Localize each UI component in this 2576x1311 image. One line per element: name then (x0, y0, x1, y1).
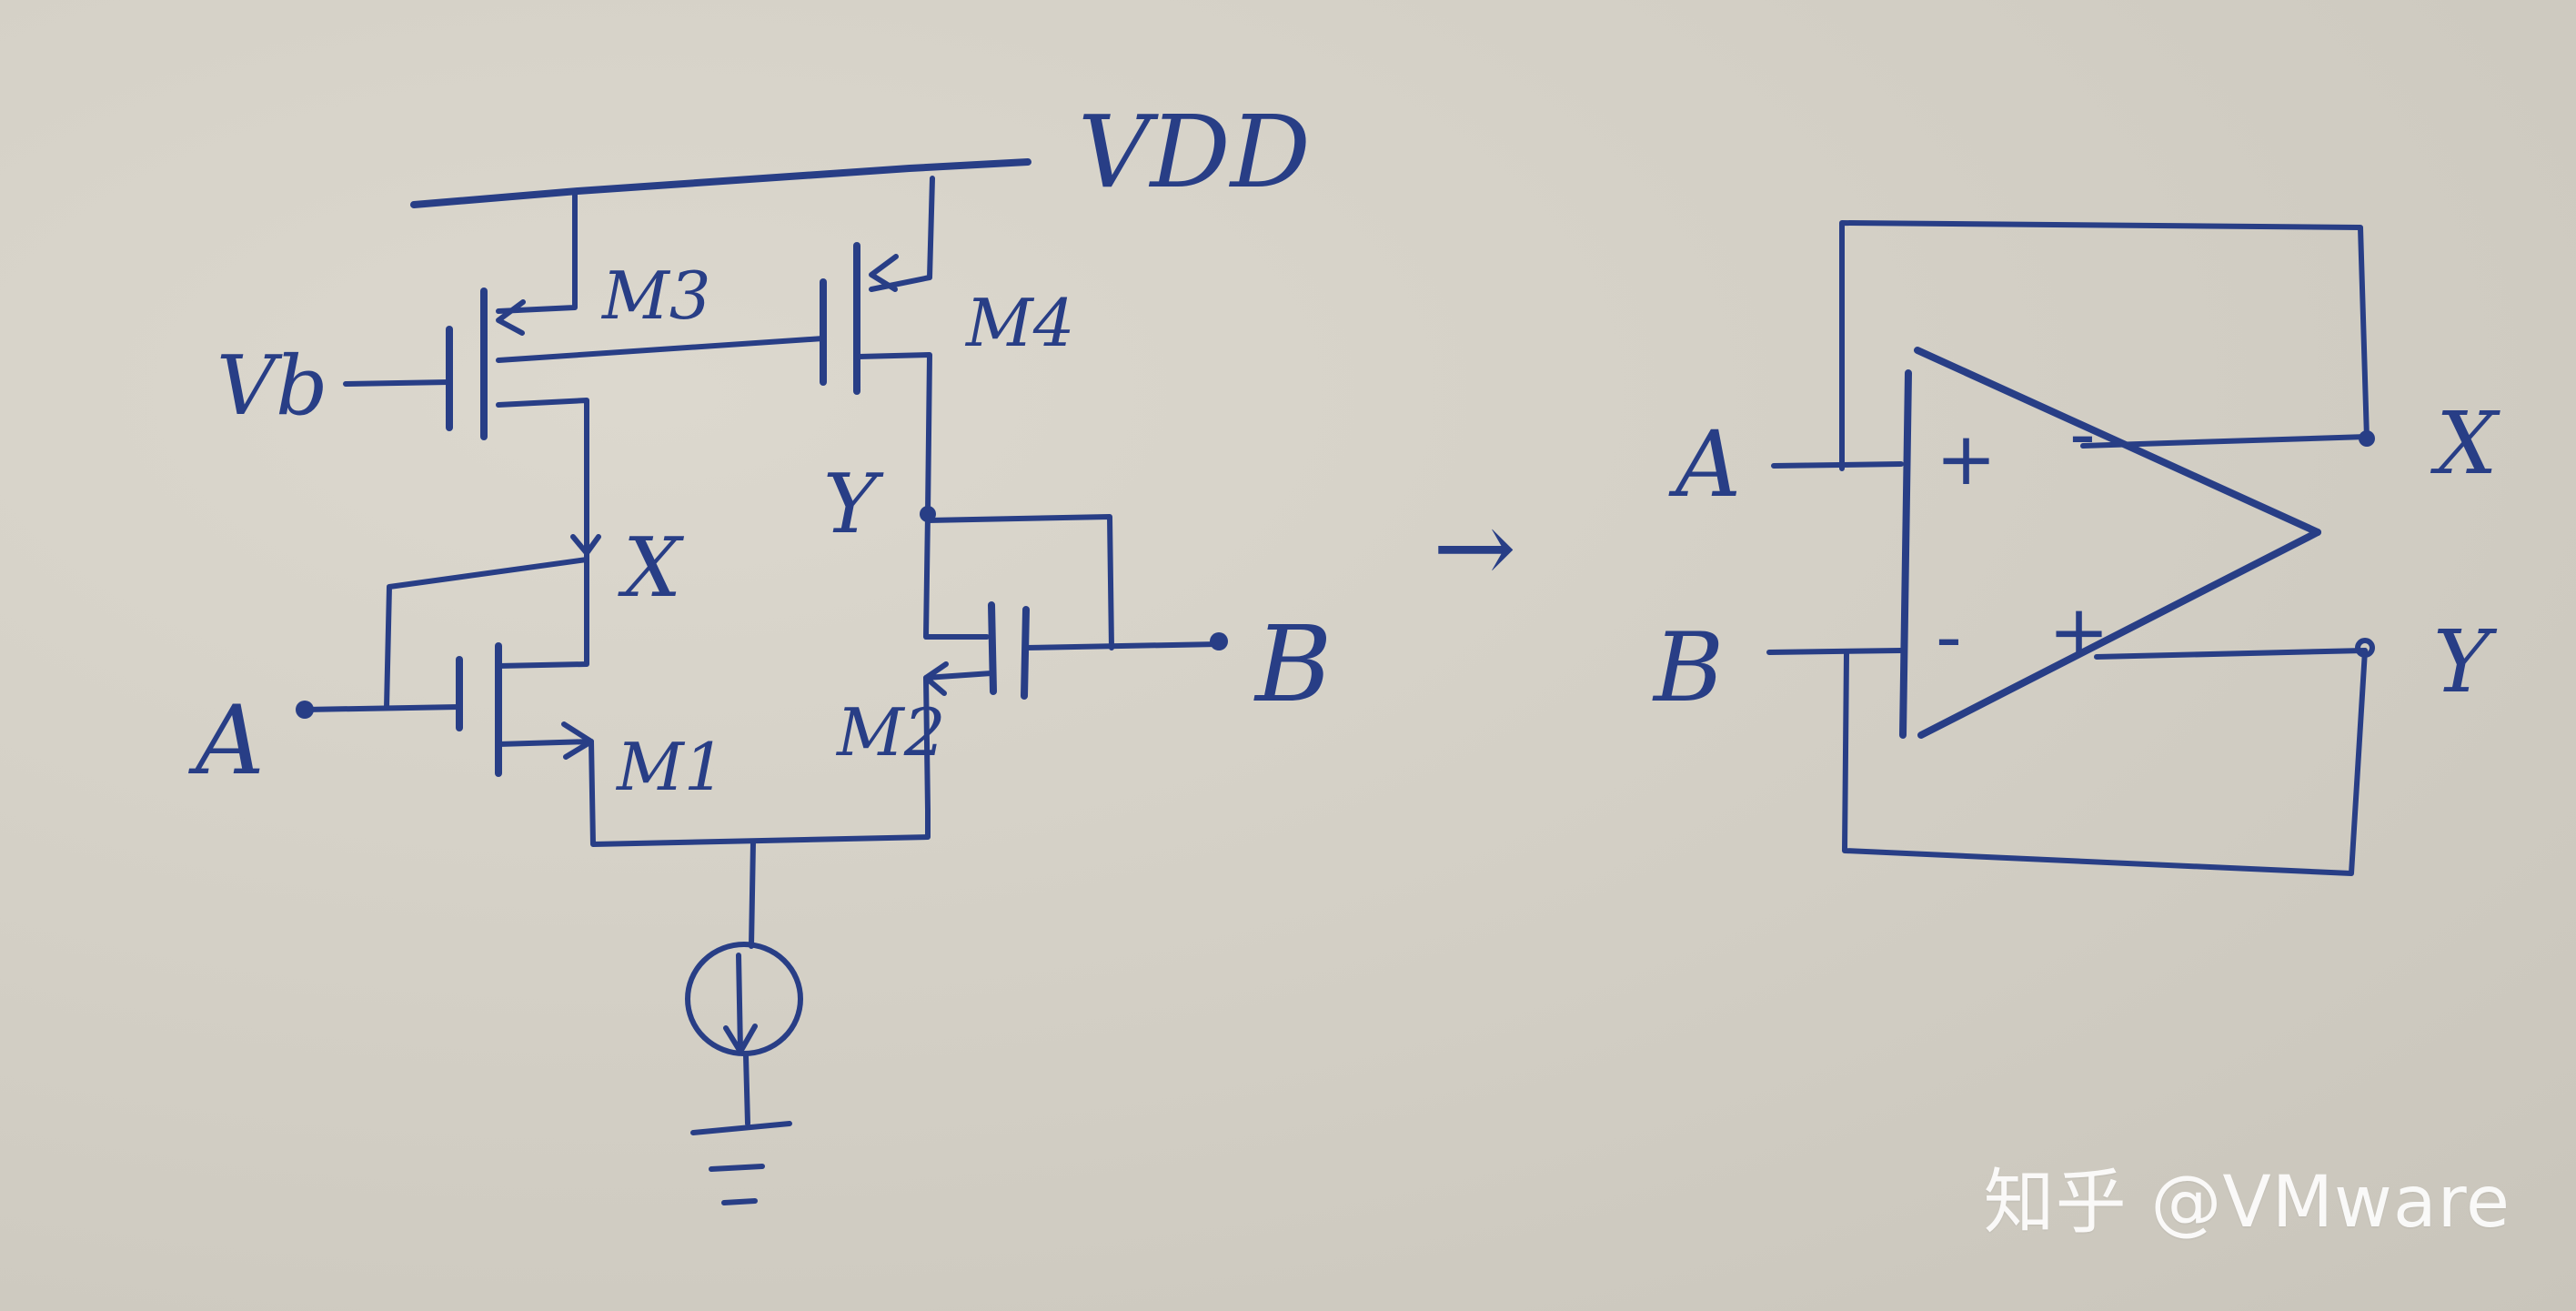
ground-wire (743, 1053, 750, 1126)
zhihu-watermark: 知乎 @VMware (1983, 1162, 2511, 1244)
b-input-line (1023, 641, 1222, 650)
m2-arrow (923, 661, 949, 696)
m3-drain (496, 398, 589, 553)
m4-source (869, 176, 935, 292)
tail-node (589, 739, 931, 847)
output-plus-sign: + (2048, 590, 2109, 674)
node-x-label: X (618, 520, 685, 616)
input-minus-sign: - (1936, 595, 1962, 680)
x-output-dot (2359, 430, 2375, 447)
m3-label: M3 (600, 257, 711, 334)
m4-drain (856, 352, 932, 517)
vb-gate-line (343, 336, 826, 387)
left-circuit-schematic (296, 158, 1228, 1205)
right-input-a-label: A (1668, 411, 1741, 518)
node-y-label: Y (823, 457, 884, 552)
m1-drain (496, 548, 589, 669)
m2-label: M2 (835, 694, 946, 771)
a-input-wire (1771, 461, 1904, 469)
amplifier-left-edge (1899, 369, 1912, 739)
b-input-wire (1766, 648, 1904, 655)
x-output-wire (2080, 434, 2370, 449)
input-plus-sign: + (1936, 417, 1997, 501)
tail-to-source (749, 839, 756, 949)
transform-arrow: → (1433, 489, 1516, 606)
right-output-y-label: Y (2433, 612, 2498, 712)
output-minus-sign: - (2069, 392, 2096, 477)
y-feedback-loop (1842, 648, 2368, 876)
input-b-label: B (1253, 604, 1333, 726)
right-amplifier-diagram (1766, 220, 2375, 876)
current-source-arrow (723, 953, 758, 1054)
m2-drain (923, 511, 990, 640)
b-input-dot (1210, 632, 1228, 650)
m1-label: M1 (615, 729, 726, 805)
ground-symbol (690, 1121, 792, 1205)
vdd-rail (410, 158, 1031, 208)
amplifier-bottom-edge (1917, 529, 2321, 739)
right-input-b-label: B (1652, 612, 1724, 723)
m3-source (496, 190, 578, 314)
vb-label: Vb (216, 338, 328, 434)
y-feedback (925, 514, 1114, 650)
x-feedback-loop (1839, 220, 2370, 471)
y-output-dot (2355, 638, 2375, 658)
a-feedback (384, 557, 589, 711)
m2-channel (988, 601, 997, 695)
current-source (685, 942, 803, 1056)
m4-arrow (869, 254, 899, 292)
m1-source (496, 739, 594, 747)
m3-arrow (496, 299, 526, 336)
m4-label: M4 (964, 285, 1075, 361)
amplifier-top-edge (1914, 347, 2321, 536)
vdd-label: VDD (1078, 94, 1311, 210)
m2-gate (1021, 606, 1030, 700)
input-a-label: A (188, 685, 265, 796)
y-output-wire (2094, 648, 2368, 660)
right-output-x-label: X (2430, 394, 2501, 494)
a-input-line (302, 704, 462, 712)
a-input-dot (296, 701, 314, 719)
